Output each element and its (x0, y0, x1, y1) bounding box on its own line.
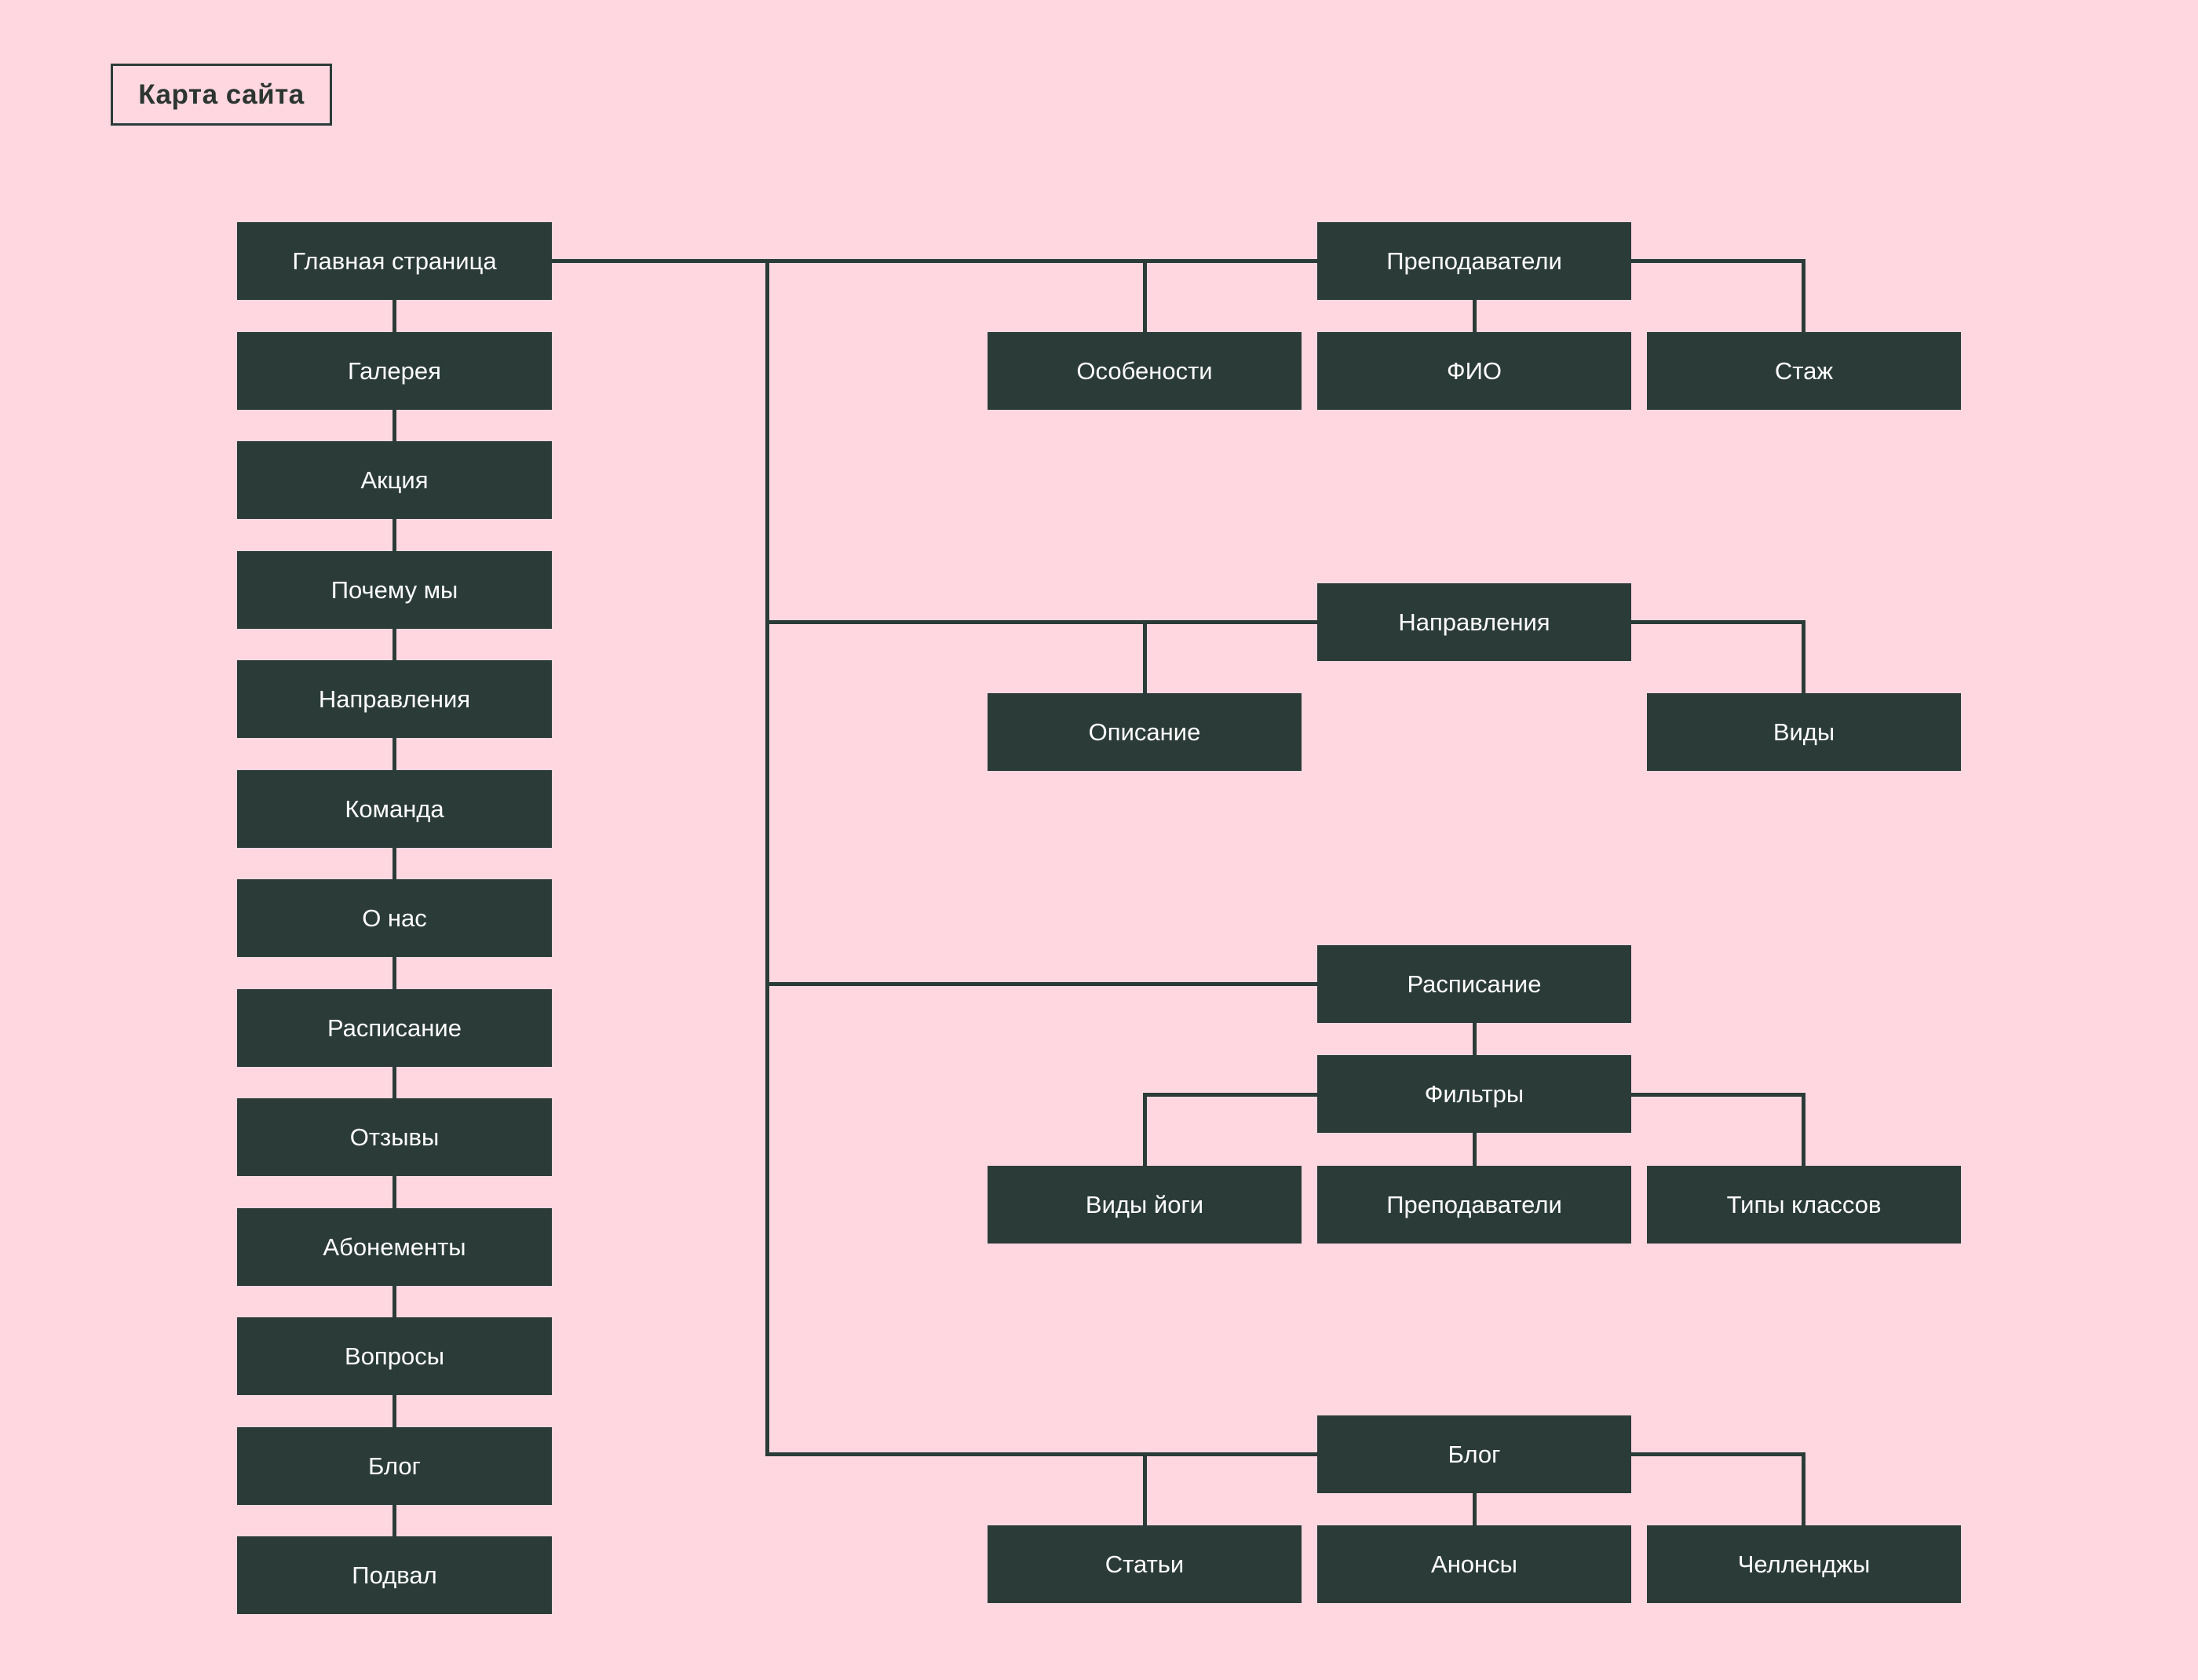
sitemap-title: Карта сайта (138, 79, 305, 110)
nav-promo: Акция (237, 441, 552, 519)
nav-why-us: Почему мы (237, 551, 552, 629)
connector-main-column (392, 957, 396, 989)
connector-main-column (392, 410, 396, 441)
connector-home-to-teachers (552, 259, 1317, 263)
connector-main-column (392, 738, 396, 770)
leaf-features: Особености (988, 332, 1302, 410)
nav-blog: Блог (237, 1427, 552, 1505)
leaf-challenges: Челленджы (1647, 1525, 1961, 1603)
connector-directions-right (1631, 620, 1805, 624)
branch-teachers: Преподаватели (1317, 222, 1631, 300)
connector-filters-left (1143, 1093, 1317, 1097)
nav-directions: Направления (237, 660, 552, 738)
connector-main-column (392, 300, 396, 332)
nav-gallery: Галерея (237, 332, 552, 410)
leaf-description: Описание (988, 693, 1302, 771)
connector-branch-schedule (765, 982, 1317, 986)
branch-blog: Блог (1317, 1415, 1631, 1493)
branch-directions: Направления (1317, 583, 1631, 661)
connector-teachers-right (1631, 259, 1805, 263)
nav-reviews: Отзывы (237, 1098, 552, 1176)
connector-main-column (392, 1505, 396, 1536)
connector-drop-experience (1802, 259, 1806, 332)
connector-drop-kinds (1802, 620, 1806, 693)
connector-main-column (392, 1067, 396, 1098)
leaf-announces: Анонсы (1317, 1525, 1631, 1603)
connector-drop-class-types (1802, 1093, 1806, 1166)
connector-drop-teachers-leaf (1473, 1133, 1477, 1166)
connector-drop-description (1143, 620, 1147, 693)
connector-main-column (392, 1286, 396, 1317)
branch-schedule: Расписание (1317, 945, 1631, 1023)
connector-drop-challenges (1802, 1452, 1806, 1525)
connector-drop-features (1143, 259, 1147, 332)
leaf-full-name: ФИО (1317, 332, 1631, 410)
connector-main-column (392, 519, 396, 551)
leaf-yoga-kinds: Виды йоги (988, 1166, 1302, 1244)
leaf-kinds: Виды (1647, 693, 1961, 771)
nav-about: О нас (237, 879, 552, 957)
nav-team: Команда (237, 770, 552, 848)
connector-drop-yoga-kinds (1143, 1093, 1147, 1166)
nav-memberships: Абонементы (237, 1208, 552, 1286)
leaf-experience: Стаж (1647, 332, 1961, 410)
connector-filters-right (1631, 1093, 1805, 1097)
connector-drop-articles (1143, 1452, 1147, 1525)
nav-schedule: Расписание (237, 989, 552, 1067)
connector-branch-blog (765, 1452, 1317, 1456)
leaf-teachers: Преподаватели (1317, 1166, 1631, 1244)
connector-schedule-to-filters (1473, 1023, 1477, 1055)
connector-blog-right (1631, 1452, 1805, 1456)
leaf-articles: Статьи (988, 1525, 1302, 1603)
connector-main-column (392, 1176, 396, 1208)
nav-questions: Вопросы (237, 1317, 552, 1395)
leaf-class-types: Типы классов (1647, 1166, 1961, 1244)
connector-main-column (392, 848, 396, 879)
connector-drop-full-name (1473, 300, 1477, 332)
nav-footer: Подвал (237, 1536, 552, 1614)
connector-main-column (392, 1395, 396, 1427)
connector-branch-directions (765, 620, 1317, 624)
branch-filters: Фильтры (1317, 1055, 1631, 1133)
nav-home: Главная страница (237, 222, 552, 300)
connector-drop-announces (1473, 1493, 1477, 1525)
connector-main-column (392, 629, 396, 660)
sitemap-title-box: Карта сайта (111, 64, 332, 126)
connector-trunk (765, 259, 769, 1456)
